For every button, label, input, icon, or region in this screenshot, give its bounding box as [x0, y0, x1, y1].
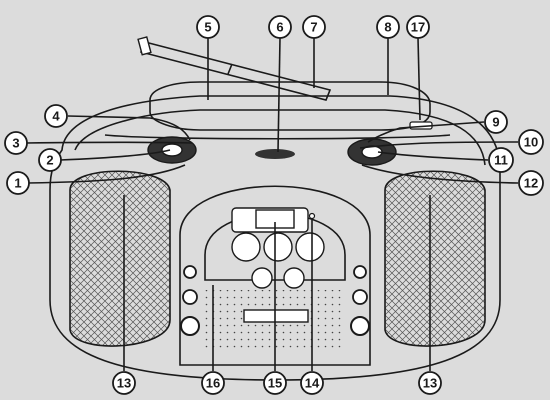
antenna — [137, 36, 332, 101]
callout-15: 15 — [263, 371, 287, 395]
svg-text:4: 4 — [52, 109, 60, 124]
left-side-buttons — [180, 265, 200, 336]
svg-text:16: 16 — [206, 376, 220, 391]
control-button — [295, 232, 325, 262]
cassette-slot — [243, 309, 309, 323]
callout-10: 10 — [518, 129, 544, 155]
svg-text:3: 3 — [12, 136, 19, 151]
leader-lines — [25, 37, 519, 371]
control-button — [283, 267, 305, 289]
callout-6: 6 — [268, 15, 292, 39]
callout-3: 3 — [4, 131, 28, 155]
indicator-led — [308, 212, 316, 220]
svg-text:8: 8 — [384, 20, 391, 35]
svg-text:11: 11 — [494, 153, 508, 168]
svg-text:6: 6 — [276, 20, 283, 35]
svg-text:13: 13 — [117, 376, 131, 391]
svg-text:9: 9 — [492, 115, 499, 130]
callout-5: 5 — [196, 15, 220, 39]
left-speaker — [69, 170, 171, 347]
control-button — [263, 232, 293, 262]
callout-13-left: 13 — [112, 371, 136, 395]
callout-7: 7 — [302, 15, 326, 39]
cd-lid — [149, 81, 431, 131]
svg-text:12: 12 — [524, 176, 538, 191]
center-indicator — [255, 149, 295, 159]
right-side-buttons — [350, 265, 370, 336]
callout-8: 8 — [376, 15, 400, 39]
control-button — [251, 267, 273, 289]
svg-text:5: 5 — [204, 20, 211, 35]
callout-11: 11 — [488, 147, 514, 173]
callout-13-right: 13 — [418, 371, 442, 395]
svg-text:13: 13 — [423, 376, 437, 391]
svg-text:7: 7 — [310, 20, 317, 35]
svg-text:10: 10 — [524, 135, 538, 150]
callout-14: 14 — [300, 371, 324, 395]
svg-text:14: 14 — [305, 376, 320, 391]
control-button — [231, 232, 261, 262]
svg-text:17: 17 — [411, 20, 425, 35]
callout-17: 17 — [406, 15, 430, 39]
svg-text:1: 1 — [14, 176, 21, 191]
callout-16: 16 — [201, 371, 225, 395]
svg-text:15: 15 — [268, 376, 282, 391]
callout-2: 2 — [38, 148, 62, 172]
svg-text:2: 2 — [46, 153, 53, 168]
callout-12: 12 — [518, 170, 544, 196]
callout-4: 4 — [44, 104, 68, 128]
callout-1: 1 — [6, 171, 30, 195]
right-speaker — [384, 170, 486, 347]
right-control-knob — [347, 138, 397, 166]
left-control-knob — [147, 136, 197, 164]
center-panel — [179, 185, 371, 366]
callout-9: 9 — [484, 110, 508, 134]
